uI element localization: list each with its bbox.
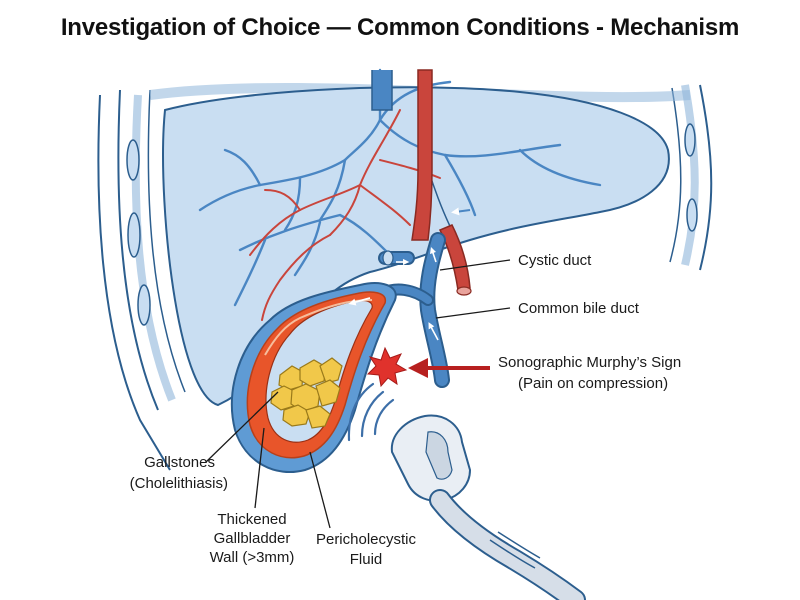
ultrasound-probe xyxy=(390,414,586,600)
page-title: Investigation of Choice — Common Conditi… xyxy=(60,14,740,41)
label-wall-line1: Thickened xyxy=(217,511,286,528)
inferior-vena-cava xyxy=(371,70,393,111)
leader-lines xyxy=(205,259,511,529)
label-gallstones-line1: Gallstones xyxy=(144,454,215,471)
label-cystic-duct: Cystic duct xyxy=(518,252,592,269)
label-gallstones-line2: (Cholelithiasis) xyxy=(130,475,228,492)
left-body-wall xyxy=(97,89,186,471)
ultrasound-waves-icon xyxy=(347,382,395,442)
label-fluid-line1: Pericholecystic xyxy=(316,531,417,548)
label-murphy-sign-line2: (Pain on compression) xyxy=(518,375,668,392)
gallstones xyxy=(270,357,343,429)
pain-star-icon xyxy=(366,346,408,388)
bile-ducts xyxy=(374,207,471,388)
hepatic-artery-trunk xyxy=(438,224,471,291)
label-fluid-line2: Fluid xyxy=(350,551,383,568)
label-wall-line2: Gallbladder xyxy=(214,530,291,547)
label-wall-line3: Wall (>3mm) xyxy=(210,549,295,566)
aorta xyxy=(411,69,433,241)
label-murphy-sign-line1: Sonographic Murphy’s Sign xyxy=(498,354,681,371)
right-body-wall xyxy=(669,84,713,271)
label-common-bile-duct: Common bile duct xyxy=(518,300,640,317)
hepatic-arteries xyxy=(249,109,441,321)
